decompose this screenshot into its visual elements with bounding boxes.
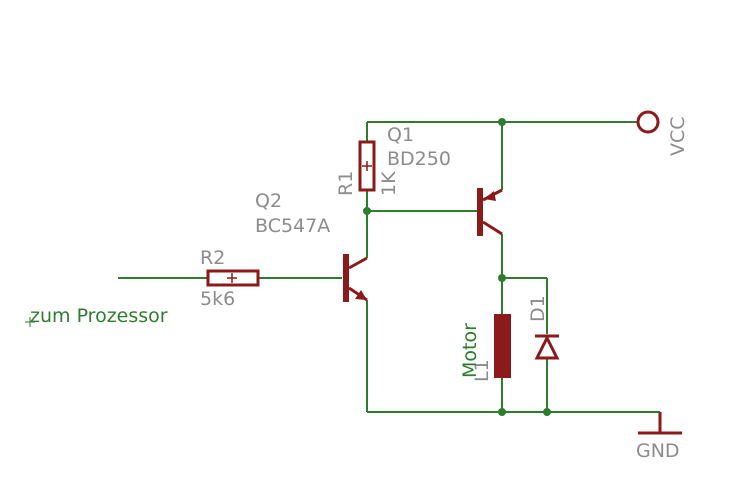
input-marker-icon	[25, 317, 35, 327]
l1-name-label: L1	[471, 359, 493, 382]
diode-d1-icon	[534, 334, 560, 360]
r1-name-label: R1	[335, 171, 357, 196]
junction-vcc	[498, 118, 506, 126]
d1-name-label: D1	[527, 295, 549, 322]
input-net-label: zum Prozessor	[30, 305, 168, 327]
transistor-q1-icon	[477, 188, 503, 236]
resistor-r2-icon	[206, 269, 260, 287]
q2-name-label: Q2	[255, 190, 282, 212]
r2-name-label: R2	[200, 247, 225, 269]
transistor-q2-icon	[343, 254, 368, 302]
r1-value-label: 1K	[378, 171, 400, 196]
gnd-label: GND	[636, 440, 680, 462]
junction-diode-bottom	[543, 408, 551, 416]
junction-motor-bottom	[498, 408, 506, 416]
r2-value-label: 5k6	[200, 288, 235, 310]
junctions	[363, 118, 551, 416]
vcc-label: VCC	[667, 116, 689, 156]
ground-symbol-icon	[638, 412, 682, 435]
q2-value-label: BC547A	[255, 215, 330, 237]
motor-label: Motor	[459, 323, 481, 378]
q1-value-label: BD250	[387, 148, 451, 170]
resistor-r1-icon	[358, 140, 376, 192]
junction-q1-base	[363, 207, 371, 215]
motor-l1-icon	[494, 314, 511, 378]
vcc-terminal-icon	[636, 110, 660, 134]
junction-motor-top	[498, 274, 506, 282]
q1-name-label: Q1	[387, 124, 414, 146]
